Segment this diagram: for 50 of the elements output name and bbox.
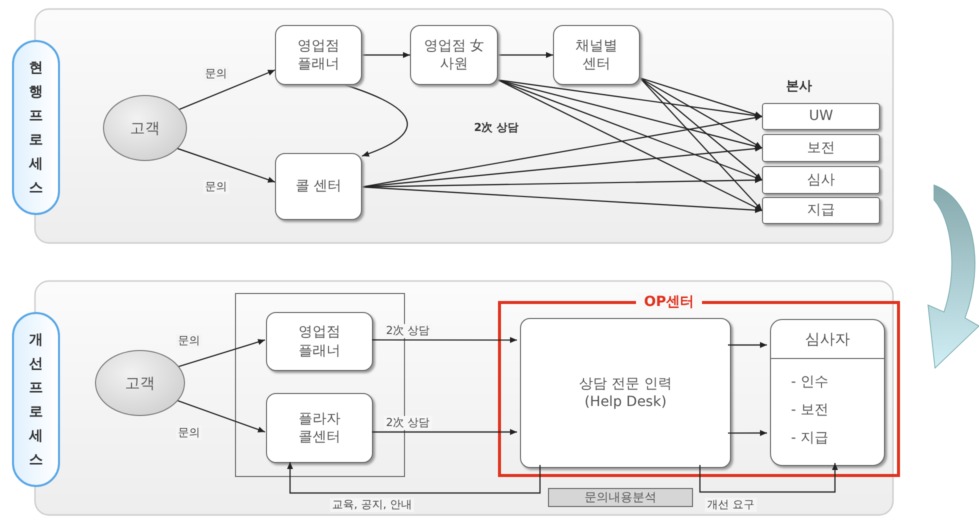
arrow xyxy=(176,147,276,183)
arrow xyxy=(372,337,517,344)
arrow xyxy=(287,462,541,494)
process-box: 보전 xyxy=(762,134,880,162)
edge-label: 2次 상담 xyxy=(384,416,432,430)
process-tab: 개선프로세스 xyxy=(12,312,60,487)
arrow xyxy=(362,114,762,188)
process-box: 영업점 플래너 xyxy=(266,312,373,371)
arrow xyxy=(176,399,266,433)
arrow xyxy=(362,186,762,214)
arrow xyxy=(176,339,266,368)
group-heading: 본사 xyxy=(785,80,813,94)
arrow xyxy=(362,52,410,58)
edge-label: 2次 상담 xyxy=(384,324,432,338)
arrow xyxy=(640,78,762,180)
arrow xyxy=(699,463,838,493)
list-item: - 보전 xyxy=(791,401,830,420)
process-box: 지급 xyxy=(762,197,880,224)
arrow xyxy=(178,69,276,111)
arrow xyxy=(728,342,767,348)
process-box: 심사 xyxy=(762,166,880,194)
analysis-box: 문의내용분석 xyxy=(548,488,693,507)
arrow xyxy=(344,84,408,157)
edge-label: 개선 요구 xyxy=(705,498,756,512)
process-box: 채널별 센터 xyxy=(553,25,640,85)
process-box: 콜 센터 xyxy=(275,153,362,220)
arrow xyxy=(728,430,767,436)
arrow xyxy=(498,52,553,58)
box-heading: 심사자 xyxy=(771,320,884,359)
process-panel xyxy=(10,8,895,244)
arrow xyxy=(372,429,517,435)
process-box: 영업점 女 사원 xyxy=(410,25,498,85)
frame-title: OP센터 xyxy=(636,293,702,311)
process-box: 영업점 플래너 xyxy=(275,25,362,85)
arrow xyxy=(640,77,762,149)
process-box: 상담 전문 인력 (Help Desk) xyxy=(520,318,731,468)
list-item: - 지급 xyxy=(791,429,830,448)
arrow xyxy=(362,146,762,188)
arrow xyxy=(640,78,762,211)
process-box: UW xyxy=(762,103,880,130)
edge-label: 문의 xyxy=(176,426,202,440)
arrow xyxy=(640,77,762,118)
edge-label: 교육, 공지, 안내 xyxy=(330,498,414,512)
note-label: 2次 상담 xyxy=(473,121,520,135)
group-frame xyxy=(235,293,405,477)
process-tab: 현행프로세스 xyxy=(12,40,60,215)
process-box: 플라자 콜센터 xyxy=(266,393,373,463)
reviewer-box xyxy=(770,319,885,466)
edge-label: 문의 xyxy=(203,180,229,194)
list-item: - 인수 xyxy=(791,373,830,392)
